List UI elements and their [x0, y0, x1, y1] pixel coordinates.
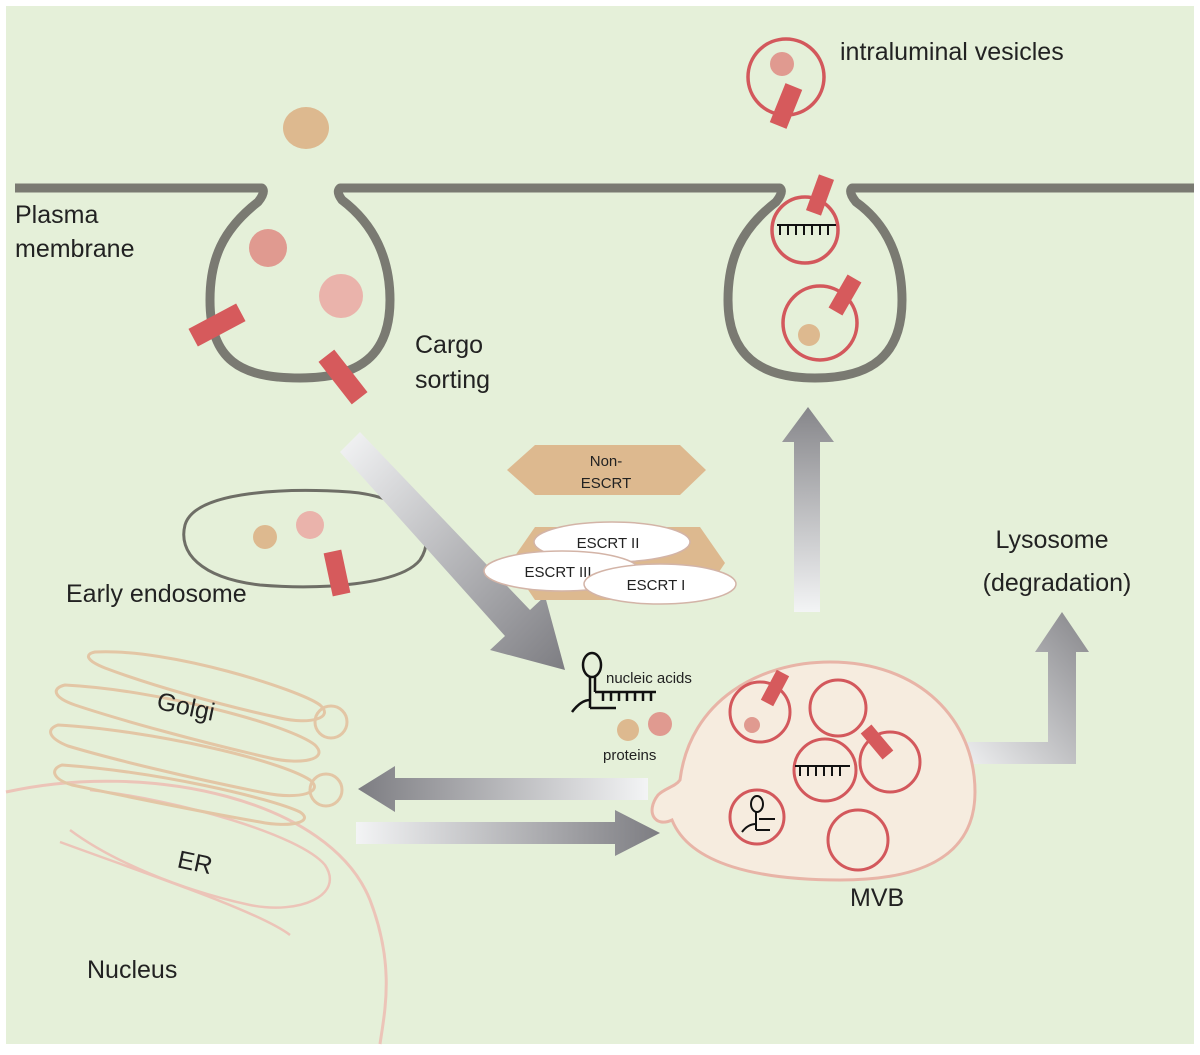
plasma-membrane — [15, 183, 1194, 383]
lysosome-label-2: (degradation) — [983, 569, 1132, 597]
lysosome-label: Lysosome — [995, 526, 1108, 554]
cargo-particle — [319, 274, 363, 318]
transmembrane-protein — [828, 274, 862, 316]
svg-text:Non-: Non- — [590, 453, 623, 470]
golgi-to-mvb-arrow — [356, 810, 660, 856]
cargo-sorting-arrow — [340, 432, 565, 670]
plasma-membrane-label: Plasma — [15, 201, 98, 229]
early-endosome — [182, 489, 428, 597]
lysosome-arrow — [952, 612, 1089, 764]
escrt-i — [583, 563, 737, 605]
nucleic-acids-label: nucleic acids — [606, 670, 692, 687]
nucleic-acid-icon — [571, 651, 656, 713]
invagination-cargo — [188, 107, 368, 405]
transmembrane-protein — [188, 303, 246, 347]
secretion-arrow — [782, 407, 834, 612]
golgi-apparatus — [49, 650, 349, 826]
svg-text:ESCRT I: ESCRT I — [627, 577, 686, 594]
nucleus — [5, 779, 388, 1045]
proteins-label: proteins — [603, 747, 656, 764]
intraluminal-vesicles-label: intraluminal vesicles — [840, 38, 1064, 66]
early-endosome-label: Early endosome — [66, 580, 247, 608]
budding-intraluminal-vesicles — [770, 174, 862, 362]
transmembrane-protein — [805, 174, 835, 216]
released-cargo-particle — [283, 107, 329, 149]
multivesicular-body — [650, 660, 977, 882]
transmembrane-protein — [318, 349, 368, 405]
cargo-sorting-label-2: sorting — [415, 366, 490, 394]
cargo-particle — [249, 229, 287, 267]
cargo-sorting-label: Cargo — [415, 331, 483, 359]
svg-text:ESCRT II: ESCRT II — [577, 535, 640, 552]
mvb-label: MVB — [850, 884, 904, 912]
nucleic-acid-strand — [777, 224, 836, 235]
escrt-complex: ESCRT II ESCRT III ESCRT I — [483, 521, 737, 605]
plasma-membrane-label-2: membrane — [15, 235, 135, 263]
non-escrt-complex: Non- ESCRT — [507, 445, 706, 495]
svg-text:ESCRT: ESCRT — [581, 475, 632, 492]
mvb-to-golgi-arrow — [358, 766, 648, 812]
intraluminal-vesicle-icon — [746, 37, 826, 129]
protein-icons — [617, 712, 672, 741]
nucleus-label: Nucleus — [87, 956, 177, 984]
svg-text:ESCRT III: ESCRT III — [525, 564, 592, 581]
cargo-particle — [798, 324, 820, 346]
